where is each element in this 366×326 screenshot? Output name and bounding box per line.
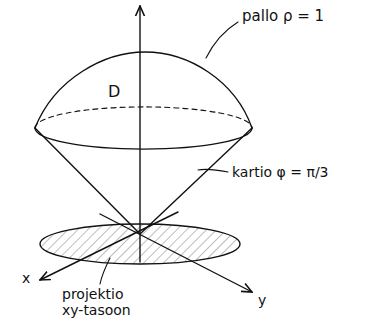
region-label: D <box>108 84 120 100</box>
sphere-cap <box>35 52 252 128</box>
cone-label: kartio φ = π/3 <box>232 164 329 180</box>
projection-label: projektio xy-tasoon <box>62 286 146 318</box>
rim-back <box>35 107 252 128</box>
leader-line <box>198 169 228 172</box>
z-axis <box>139 6 140 262</box>
y-axis <box>100 214 252 292</box>
x-axis <box>40 212 178 280</box>
axis-label: x <box>22 270 30 286</box>
axis-label: y <box>258 292 266 308</box>
leader-line <box>206 22 238 58</box>
leader-line <box>100 258 110 284</box>
cone-surface <box>35 128 252 234</box>
sphere-label: pallo ρ = 1 <box>242 8 324 24</box>
rim-front <box>35 128 252 149</box>
